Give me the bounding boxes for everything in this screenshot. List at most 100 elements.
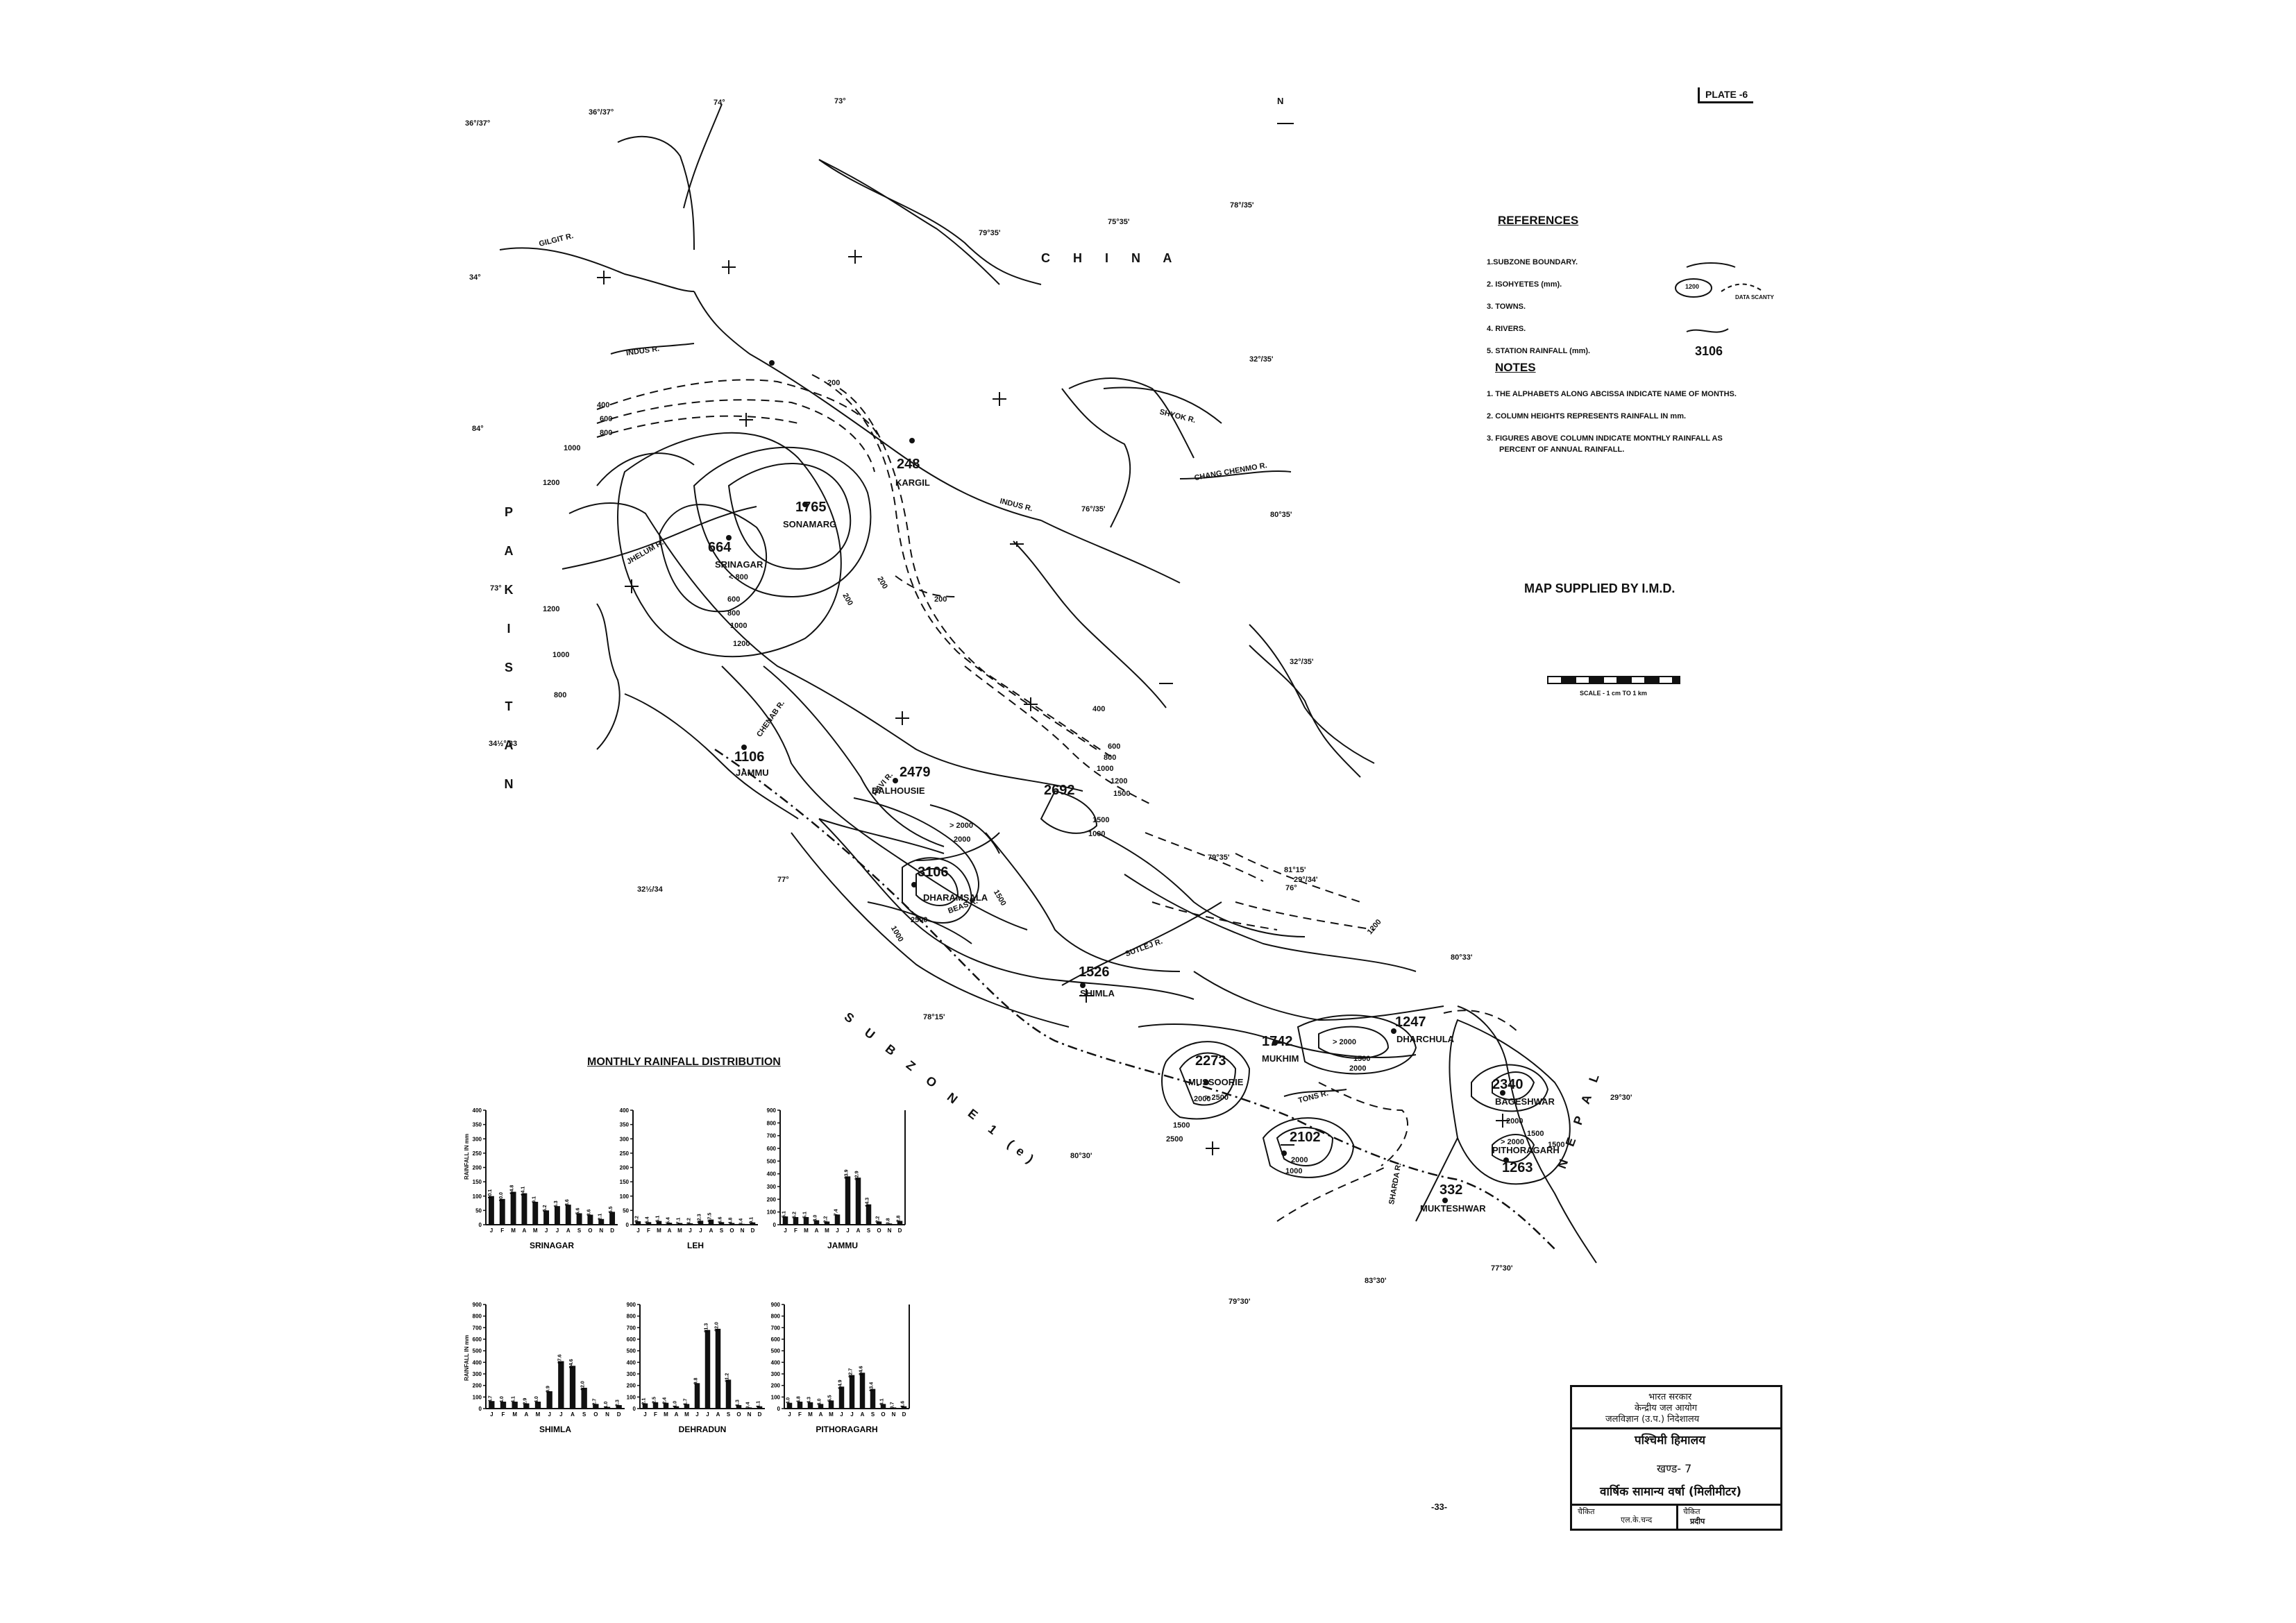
bar: [729, 1223, 735, 1225]
bar: [512, 1402, 518, 1409]
station-value: 2273: [1195, 1053, 1226, 1069]
month-tick-label: A: [524, 1411, 528, 1418]
bar: [532, 1202, 539, 1225]
y-tick-label: 200: [767, 1196, 777, 1203]
bar-data-label: 11.2: [725, 1373, 730, 1382]
graticule-label: 77°30': [1491, 1264, 1513, 1273]
bar-data-label: 4.0: [500, 1396, 505, 1403]
month-tick-label: A: [709, 1227, 714, 1234]
bar-data-label: 32.9: [855, 1171, 860, 1180]
bar: [876, 1221, 882, 1225]
reference-symbols: [1675, 262, 1764, 333]
month-tick-label: A: [716, 1411, 720, 1418]
y-tick-label: 700: [767, 1133, 777, 1139]
bar: [565, 1205, 571, 1225]
month-tick-label: J: [643, 1411, 646, 1418]
y-tick-label: 400: [473, 1107, 482, 1114]
bar: [604, 1407, 611, 1409]
graticule-label: 78°15': [923, 1013, 945, 1021]
bar-data-label: 1.6: [901, 1401, 906, 1408]
station-name: KARGIL: [895, 477, 930, 488]
y-tick-label: 0: [479, 1222, 482, 1228]
graticule-label: 36°/37°: [589, 108, 614, 117]
title-line: केन्द्रीय जल आयोग: [1635, 1403, 1698, 1413]
y-tick-label: 400: [473, 1359, 482, 1366]
bar: [782, 1216, 788, 1225]
month-tick-label: S: [582, 1411, 586, 1418]
bar: [534, 1402, 541, 1409]
river-shyok: [818, 159, 1042, 285]
bar: [855, 1178, 861, 1225]
bar: [684, 1404, 690, 1409]
bar-data-label: 0.7: [890, 1402, 895, 1409]
bar-data-label: 10.0: [499, 1192, 504, 1202]
bar-data-label: 5.2: [793, 1212, 797, 1218]
station-name: SHIMLA: [1080, 988, 1115, 999]
bar: [828, 1400, 834, 1409]
bar: [870, 1388, 876, 1409]
bar-data-label: 5.6: [576, 1208, 581, 1215]
bar-data-label: 1.3: [736, 1400, 741, 1407]
station-value: 1247: [1395, 1014, 1426, 1030]
bar: [897, 1221, 903, 1225]
title-line: पश्चिमी हिमालय: [1635, 1434, 1705, 1447]
note-item: 2. COLUMN HEIGHTS REPRESENTS RAINFALL IN…: [1487, 412, 1687, 420]
isohyet-label: 1500: [1092, 816, 1110, 824]
title-cell: एल.के.चन्द: [1621, 1515, 1653, 1524]
isohyet-label: 1500: [1113, 790, 1131, 798]
river-top-2: [683, 103, 723, 209]
y-tick-label: 50: [623, 1207, 629, 1214]
bar: [886, 1223, 893, 1225]
page-number: -33-: [1431, 1502, 1448, 1512]
month-tick-label: A: [571, 1411, 575, 1418]
isohyet-label: > 2000: [1501, 1138, 1524, 1146]
isohyet-label: 1200: [1111, 777, 1128, 785]
map-supplied-label: MAP SUPPLIED BY I.M.D.: [1524, 581, 1675, 595]
title-cell: प्रदीप: [1690, 1517, 1705, 1526]
bar: [593, 1404, 599, 1409]
month-tick-label: D: [758, 1411, 762, 1418]
bar-data-label: 9.9: [546, 1386, 551, 1393]
bar: [736, 1405, 742, 1409]
graticule-label: 34½°/33: [489, 740, 518, 748]
month-tick-label: M: [533, 1227, 538, 1234]
y-tick-label: 200: [771, 1383, 781, 1389]
bar-data-label: 14.8: [510, 1185, 515, 1195]
isohyet-label: 400: [1092, 705, 1106, 713]
station-name: SRINAGAR: [715, 559, 763, 570]
month-tick-label: M: [804, 1227, 809, 1234]
y-tick-label: 100: [473, 1394, 482, 1400]
reference-item: 5. STATION RAINFALL (mm).: [1487, 347, 1591, 355]
bar-data-label: 1.0: [604, 1402, 609, 1409]
river-indus-upper: [693, 291, 1042, 521]
station-value: 248: [897, 457, 920, 472]
isohyet-label: 1500: [1527, 1130, 1544, 1138]
month-tick-label: M: [808, 1411, 813, 1418]
month-tick-label: S: [577, 1227, 582, 1234]
y-tick-label: 300: [620, 1136, 630, 1142]
bar-chart: 01002003004005006007008009002.1J2.5F2.4M…: [627, 1302, 765, 1434]
isohyet-label: > 2000: [949, 822, 973, 830]
y-tick-label: 100: [767, 1209, 777, 1216]
bar: [666, 1223, 673, 1225]
bar-data-label: 5.4: [645, 1216, 650, 1223]
isohyet-label: 1000: [1088, 830, 1106, 838]
y-tick-label: 0: [777, 1406, 781, 1412]
bar-data-label: 0.8: [886, 1218, 891, 1225]
y-tick-label: 100: [620, 1193, 630, 1200]
station-name: DHARCHULA: [1396, 1034, 1455, 1044]
bar: [725, 1379, 732, 1409]
bar: [715, 1329, 721, 1409]
month-tick-label: O: [736, 1411, 741, 1418]
month-tick-label: D: [902, 1411, 906, 1418]
y-tick-label: 600: [767, 1146, 777, 1152]
bar-data-label: 3.0: [818, 1398, 822, 1405]
y-tick-label: 800: [627, 1314, 636, 1320]
bar: [803, 1217, 809, 1225]
month-tick-label: M: [512, 1411, 517, 1418]
isohyet-label: 200: [934, 595, 947, 604]
month-tick-label: J: [490, 1411, 493, 1418]
bar-data-label: 1.1: [757, 1401, 761, 1408]
month-tick-label: D: [617, 1411, 621, 1418]
station-value: 1742: [1262, 1034, 1293, 1049]
